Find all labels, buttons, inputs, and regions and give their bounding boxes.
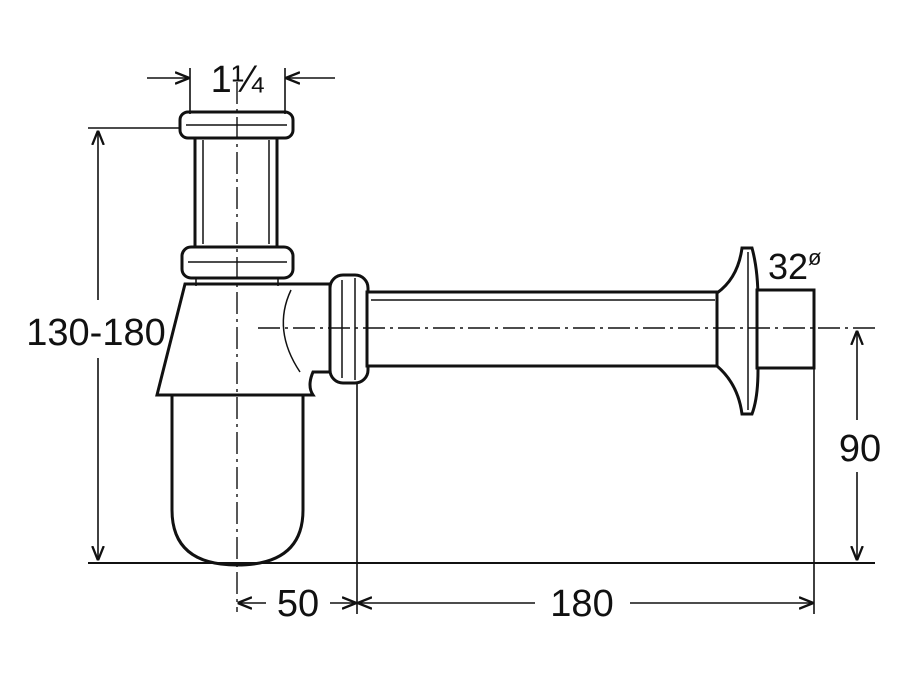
inlet-tube xyxy=(193,134,279,250)
outlet-length-label: 180 xyxy=(550,583,613,625)
svg-text:32ø: 32ø xyxy=(768,245,822,287)
outlet-height-label: 90 xyxy=(839,428,881,470)
height-range-label: 130-180 xyxy=(26,312,165,354)
trap-inner-curve xyxy=(282,289,301,373)
outlet-pipe xyxy=(365,290,721,368)
dim-height-range: 130-180 xyxy=(26,127,180,559)
wall-rosette xyxy=(715,246,760,416)
trap-body xyxy=(155,282,332,397)
outlet-coupling xyxy=(328,273,370,385)
outlet-pipe-assembly xyxy=(328,246,816,416)
bottle-trap xyxy=(155,110,332,567)
trap-offset-label: 50 xyxy=(277,583,319,625)
dim-outlet-length: 180 xyxy=(359,368,815,625)
wall-stub xyxy=(755,288,816,370)
diameter-symbol: ø xyxy=(808,245,821,270)
dim-inlet-thread: 1¼ xyxy=(147,59,335,114)
outlet-diameter-label: 32 xyxy=(768,246,808,287)
dim-outlet-height: 90 xyxy=(839,332,881,559)
dim-trap-offset: 50 xyxy=(239,383,358,625)
dim-outlet-diameter: 32ø xyxy=(768,245,822,287)
inlet-thread-label: 1¼ xyxy=(211,59,265,101)
